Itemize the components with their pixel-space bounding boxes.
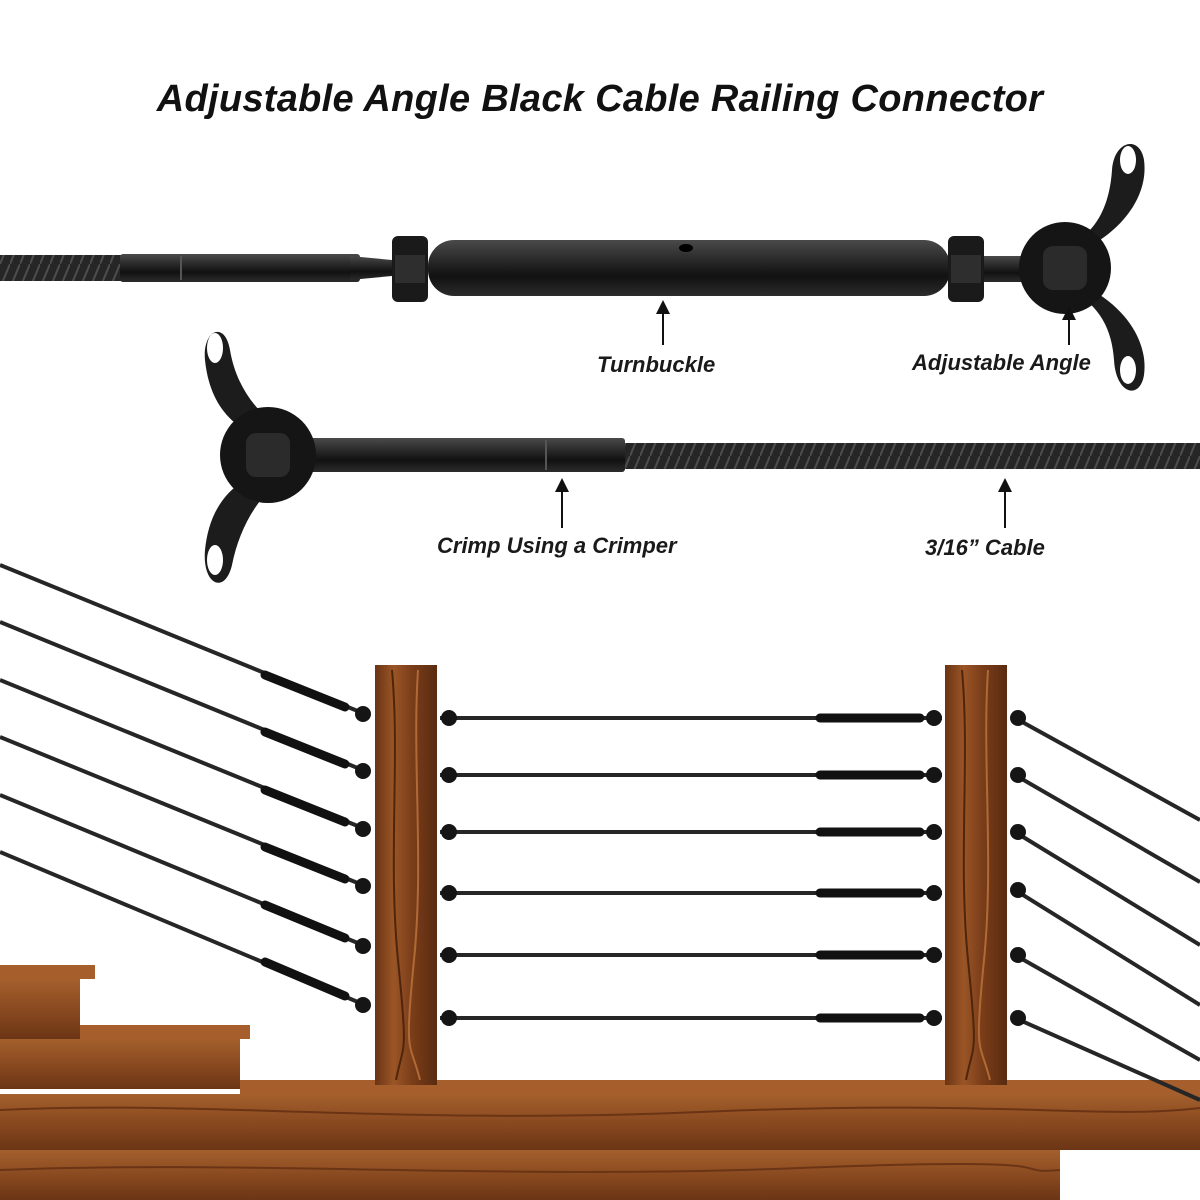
sleeve-taper — [350, 256, 392, 280]
post-connectors — [355, 706, 1026, 1026]
cable-size-label: 3/16” Cable — [925, 535, 1045, 560]
turnbuckle-label: Turnbuckle — [597, 352, 716, 377]
adjustable-angle-label: Adjustable Angle — [912, 350, 1091, 375]
horizontal-cables — [440, 716, 942, 1020]
middle-connector — [204, 331, 1200, 583]
page-title: Adjustable Angle Black Cable Railing Con… — [156, 78, 1044, 120]
crimp-sleeve — [120, 254, 360, 282]
wing-ear-top-2 — [204, 331, 275, 430]
stair-turnbuckles-left — [260, 670, 350, 1001]
stair-steps — [0, 965, 1200, 1200]
stair-cables-left — [0, 563, 366, 1007]
label-arrows — [555, 300, 1076, 528]
horizontal-turnbuckles — [815, 713, 925, 1023]
crimp-label: Crimp Using a Crimper — [437, 533, 677, 558]
top-cable — [0, 255, 125, 281]
turnbuckle-hole — [679, 244, 693, 252]
railing-scene — [0, 563, 1200, 1200]
turnbuckle-body — [428, 240, 950, 296]
stair-cables-right — [1013, 716, 1200, 1102]
wood-post-right — [945, 665, 1007, 1085]
stud — [984, 256, 1024, 282]
top-connector — [0, 143, 1145, 391]
crimp-fitting — [300, 438, 625, 472]
wood-post-left — [375, 665, 437, 1085]
middle-cable — [620, 443, 1200, 469]
